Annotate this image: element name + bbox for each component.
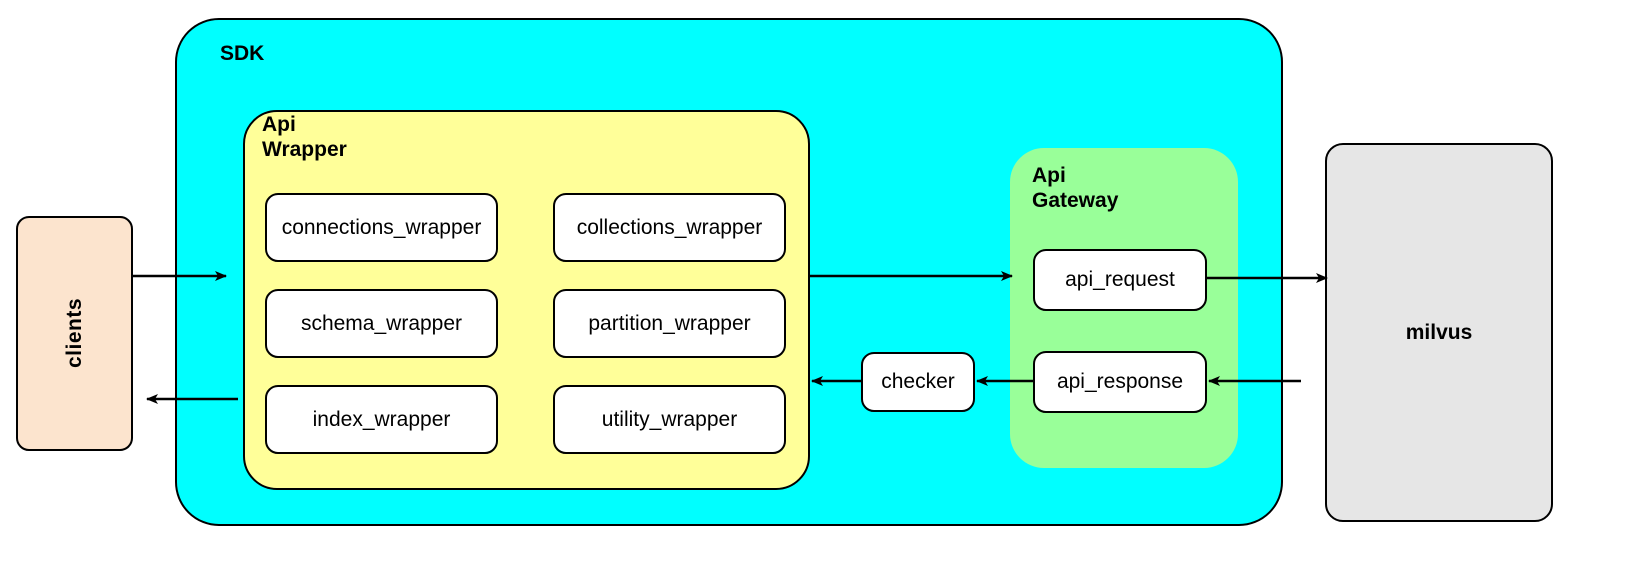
node-collections-wrapper: collections_wrapper [553, 193, 786, 262]
node-label: collections_wrapper [576, 215, 763, 239]
api-wrapper-container-label: Api Wrapper [262, 113, 347, 161]
node-milvus: milvus [1325, 143, 1553, 522]
node-api-response: api_response [1033, 351, 1207, 413]
node-label: schema_wrapper [300, 311, 463, 335]
node-label: connections_wrapper [281, 215, 482, 239]
node-label: partition_wrapper [588, 311, 751, 335]
node-api-request: api_request [1033, 249, 1207, 311]
sdk-container-label: SDK [220, 42, 265, 65]
api-gateway-container-label: Api Gateway [1032, 164, 1119, 212]
node-schema-wrapper: schema_wrapper [265, 289, 498, 358]
node-connections-wrapper: connections_wrapper [265, 193, 498, 262]
node-index-wrapper: index_wrapper [265, 385, 498, 454]
node-label: clients [62, 298, 86, 369]
node-label: utility_wrapper [601, 407, 738, 431]
node-partition-wrapper: partition_wrapper [553, 289, 786, 358]
node-checker: checker [861, 352, 975, 412]
node-clients: clients [16, 216, 133, 451]
node-label: checker [881, 370, 955, 393]
node-label: index_wrapper [312, 407, 451, 431]
node-utility-wrapper: utility_wrapper [553, 385, 786, 454]
node-label: api_response [1056, 370, 1184, 393]
node-label: milvus [1405, 320, 1473, 344]
node-label: api_request [1065, 268, 1175, 291]
